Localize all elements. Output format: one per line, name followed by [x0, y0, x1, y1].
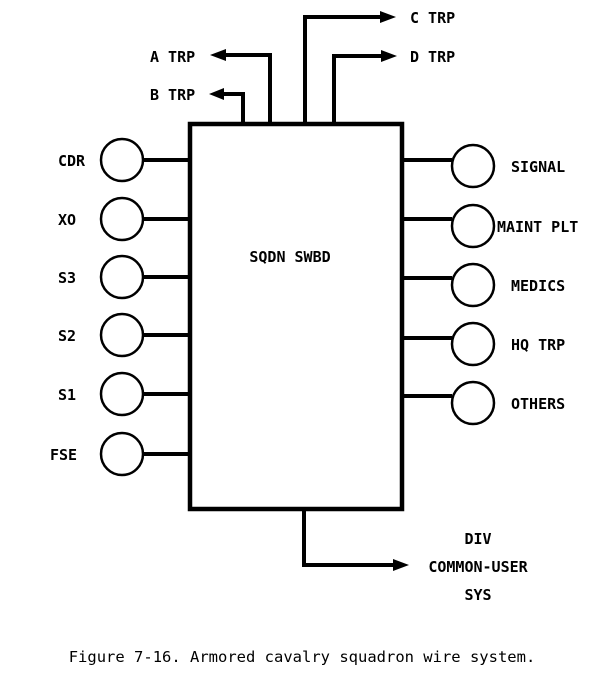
station-label-xo: XO [58, 211, 76, 229]
div-link: DIV COMMON-USER SYS [302, 509, 529, 604]
b-trp-arrow [209, 88, 224, 100]
station-circle-others [450, 380, 496, 426]
station-circle-medics [450, 262, 496, 308]
a-trp-line [226, 53, 272, 124]
station-circle-s2 [99, 312, 145, 358]
switchboard-label: SQDN SWBD [249, 248, 330, 266]
station-label-s1: S1 [58, 386, 76, 404]
station-circle-cdr [99, 137, 145, 183]
station-circle-s3 [99, 254, 145, 300]
station-label-fse: FSE [50, 446, 77, 464]
station-circle-hq-trp [450, 321, 496, 367]
c-trp-label: C TRP [410, 9, 455, 27]
b-trp-label: B TRP [150, 86, 195, 104]
div-link-label-line-3: SYS [464, 586, 491, 604]
d-trp-line [332, 54, 381, 124]
div-link-label-line-1: DIV [464, 530, 491, 548]
station-circle-fse [99, 431, 145, 477]
station-label-cdr: CDR [58, 152, 86, 170]
div-link-line [302, 509, 393, 567]
figure-caption: Figure 7-16. Armored cavalry squadron wi… [69, 648, 536, 666]
a-trp-arrow [210, 49, 226, 61]
b-trp-line [224, 92, 245, 124]
right-stations: SIGNAL MAINT PLT MEDICS HQ TRP OTHERS [402, 143, 578, 426]
d-trp-label: D TRP [410, 48, 455, 66]
switchboard-box [187, 121, 405, 512]
station-circle-signal [450, 143, 496, 189]
d-trp-arrow [381, 50, 397, 62]
div-link-label-line-2: COMMON-USER [428, 558, 528, 576]
c-trp-arrow [380, 11, 396, 23]
station-label-medics: MEDICS [511, 277, 565, 295]
a-trp-label: A TRP [150, 48, 195, 66]
station-circle-s1 [99, 371, 145, 417]
station-label-signal: SIGNAL [511, 158, 565, 176]
station-circle-maint-plt [450, 203, 496, 249]
left-stations: CDR XO S3 S2 S1 FSE [50, 137, 190, 477]
station-label-others: OTHERS [511, 395, 565, 413]
station-label-hq-trp: HQ TRP [511, 336, 565, 354]
station-label-s2: S2 [58, 327, 76, 345]
station-label-maint-plt: MAINT PLT [497, 218, 578, 236]
div-link-arrow [393, 559, 409, 571]
station-label-s3: S3 [58, 269, 76, 287]
troop-links: B TRP A TRP C TRP D TRP [150, 9, 455, 124]
station-circle-xo [99, 196, 145, 242]
c-trp-line [303, 15, 380, 124]
